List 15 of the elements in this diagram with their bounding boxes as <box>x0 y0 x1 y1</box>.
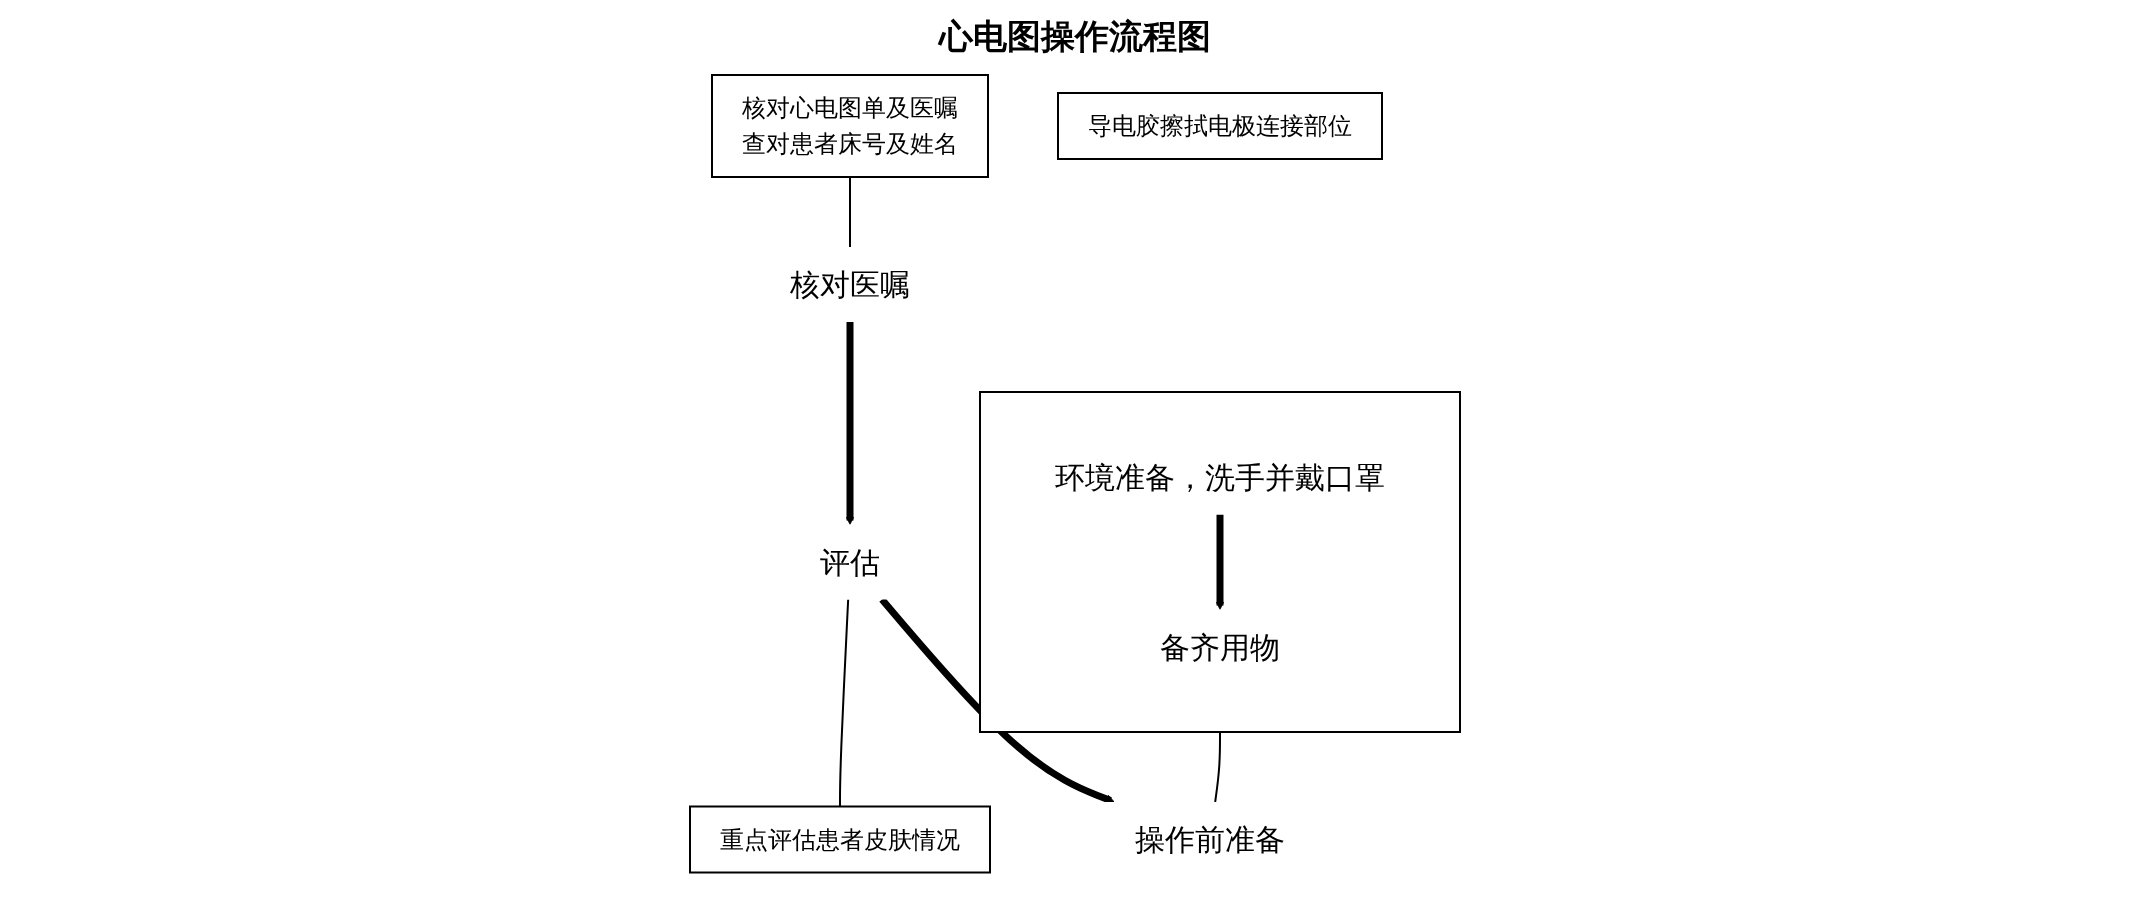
node-text: 环境准备，洗手并戴口罩 <box>1054 459 1385 495</box>
arrow <box>1215 514 1224 610</box>
connector <box>1213 731 1221 803</box>
arrow <box>878 597 1115 804</box>
node-box: 重点评估患者皮肤情况 <box>688 805 991 874</box>
node-text: 备齐用物 <box>1159 629 1280 665</box>
node-box: 导电胶擦拭电极连接部位 <box>1056 92 1383 160</box>
connector <box>848 176 851 248</box>
node-text: 评估 <box>819 544 880 580</box>
connector <box>838 598 849 808</box>
node-text: 操作前准备 <box>1134 822 1285 857</box>
node-box: 核对心电图单及医嘱 查对患者床号及姓名 <box>710 74 989 178</box>
cluster <box>978 391 1461 733</box>
diagram-title: 心电图操作流程图 <box>937 15 1212 58</box>
node-text: 核对医嘱 <box>789 267 910 302</box>
